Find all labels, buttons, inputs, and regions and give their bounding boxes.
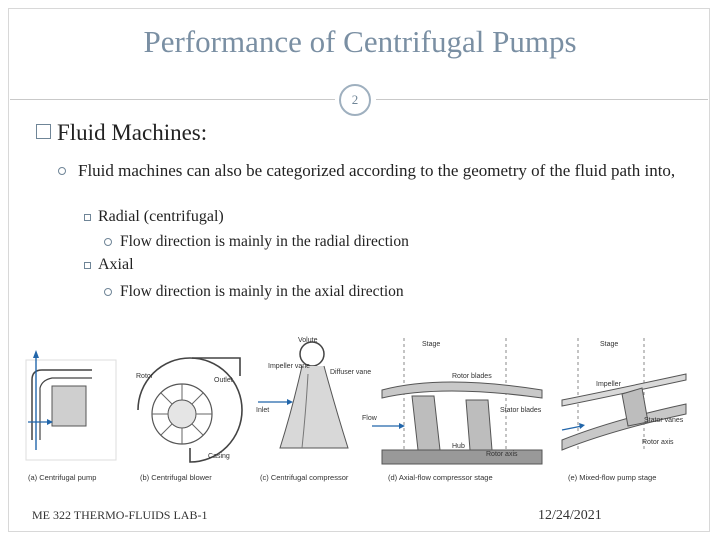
figure-centrifugal-compressor: Volute Impeller vane Diffuser vane Inlet… (256, 337, 371, 482)
figure-mixed-flow-pump-stage: Stage Impeller Stator vanes Rotor axis (… (561, 338, 687, 482)
label-stator-vanes: Stator vanes (644, 417, 684, 424)
label-rotor-axis-e: Rotor axis (642, 439, 674, 446)
title-rule-left (10, 99, 335, 100)
slide-frame (8, 8, 710, 532)
label-stage-e: Stage (600, 341, 618, 348)
title-rule-right (376, 99, 708, 100)
square-bullet-icon (84, 262, 91, 269)
item-radial-label: Radial (centrifugal) (98, 208, 224, 225)
label-rotor-blades: Rotor blades (452, 373, 492, 380)
label-volute: Volute (298, 337, 318, 344)
label-impeller: Impeller (596, 381, 622, 388)
label-casing: Casing (208, 453, 230, 460)
label-stage-d: Stage (422, 341, 440, 348)
figure-axial-compressor-stage: Stage Rotor blades Stator blades Flow Hu… (362, 338, 543, 482)
caption-c: (c) Centrifugal compressor (260, 473, 349, 482)
turbomachine-figures: (a) Centrifugal pump Rotor Outlet Casing… (25, 337, 687, 482)
circle-bullet-icon (104, 238, 112, 246)
label-flow: Flow (362, 415, 378, 422)
square-bullet-icon (36, 124, 51, 139)
label-impeller-vane: Impeller vane (268, 363, 310, 370)
section-heading: Fluid Machines: (36, 120, 207, 146)
bullet-main: Fluid machines can also be categorized a… (78, 161, 676, 180)
item-radial-detail: Flow direction is mainly in the radial d… (120, 233, 409, 250)
square-bullet-icon (84, 214, 91, 221)
circle-bullet-icon (104, 288, 112, 296)
heading-text: Fluid Machines: (57, 120, 208, 145)
label-diffuser-vane: Diffuser vane (330, 369, 371, 376)
label-rotor: Rotor (136, 373, 154, 380)
label-outlet: Outlet (214, 377, 233, 384)
caption-e: (e) Mixed-flow pump stage (568, 473, 656, 482)
label-inlet: Inlet (256, 407, 269, 414)
circle-bullet-icon (58, 167, 66, 175)
label-stator-blades: Stator blades (500, 407, 542, 414)
page-number: 2 (339, 84, 371, 116)
item-axial-detail: Flow direction is mainly in the axial di… (120, 283, 404, 300)
item-axial-label: Axial (98, 256, 134, 273)
caption-d: (d) Axial-flow compressor stage (388, 473, 493, 482)
slide-title: Performance of Centrifugal Pumps (143, 24, 577, 59)
footer-course: ME 322 THERMO-FLUIDS LAB-1 (32, 508, 208, 522)
label-rotor-axis-d: Rotor axis (486, 451, 518, 458)
caption-b: (b) Centrifugal blower (140, 473, 212, 482)
footer-date: 12/24/2021 (538, 508, 602, 523)
label-hub: Hub (452, 443, 465, 450)
caption-a: (a) Centrifugal pump (28, 473, 96, 482)
figure-centrifugal-blower: Rotor Outlet Casing (b) Centrifugal blow… (136, 357, 243, 482)
figure-centrifugal-pump: (a) Centrifugal pump (25, 350, 117, 482)
